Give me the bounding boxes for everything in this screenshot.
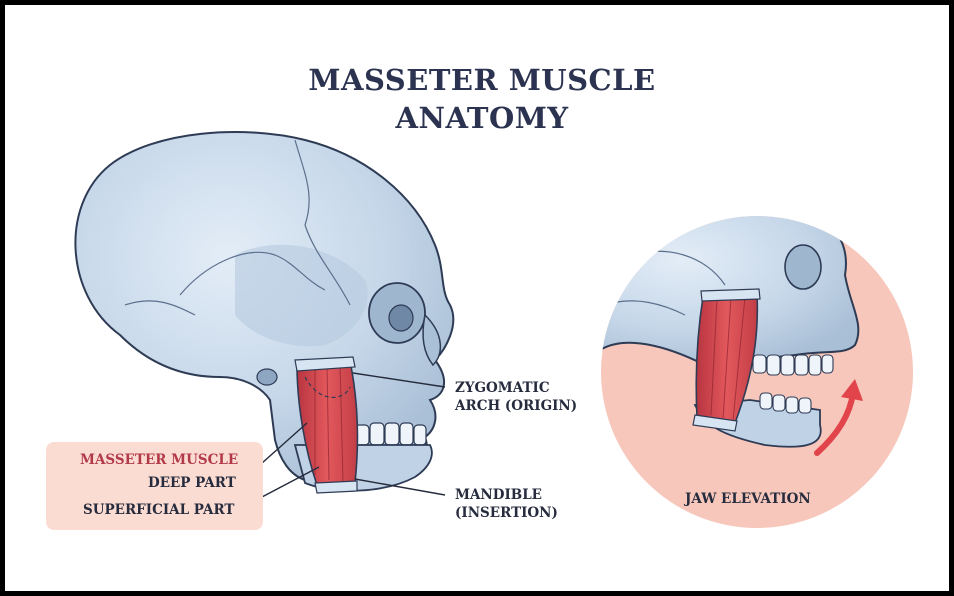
label-jaw-elevation: JAW ELEVATION	[685, 491, 811, 507]
label-mandible-line1: MANDIBLE	[455, 487, 542, 503]
label-zygomatic-arch-line1: ZYGOMATIC	[455, 380, 550, 396]
skull-main	[74, 131, 455, 492]
anatomy-illustration	[74, 131, 913, 528]
legend-title: MASSETER MUSCLE	[80, 452, 239, 468]
jaw-elevation-inset	[601, 216, 913, 528]
title-line-1: MASSETER MUSCLE	[308, 63, 656, 97]
legend-deep-part: DEEP PART	[148, 475, 236, 491]
masseter-muscle-main	[294, 356, 359, 494]
title-line-2: ANATOMY	[395, 101, 569, 135]
label-mandible-line2: (INSERTION)	[455, 505, 558, 521]
label-zygomatic-arch-line2: ARCH (ORIGIN)	[455, 398, 578, 414]
legend-box	[46, 442, 263, 530]
jaw-elevation-arrow-icon	[814, 390, 856, 456]
legend-superficial-part: SUPERFICIAL PART	[83, 502, 235, 518]
